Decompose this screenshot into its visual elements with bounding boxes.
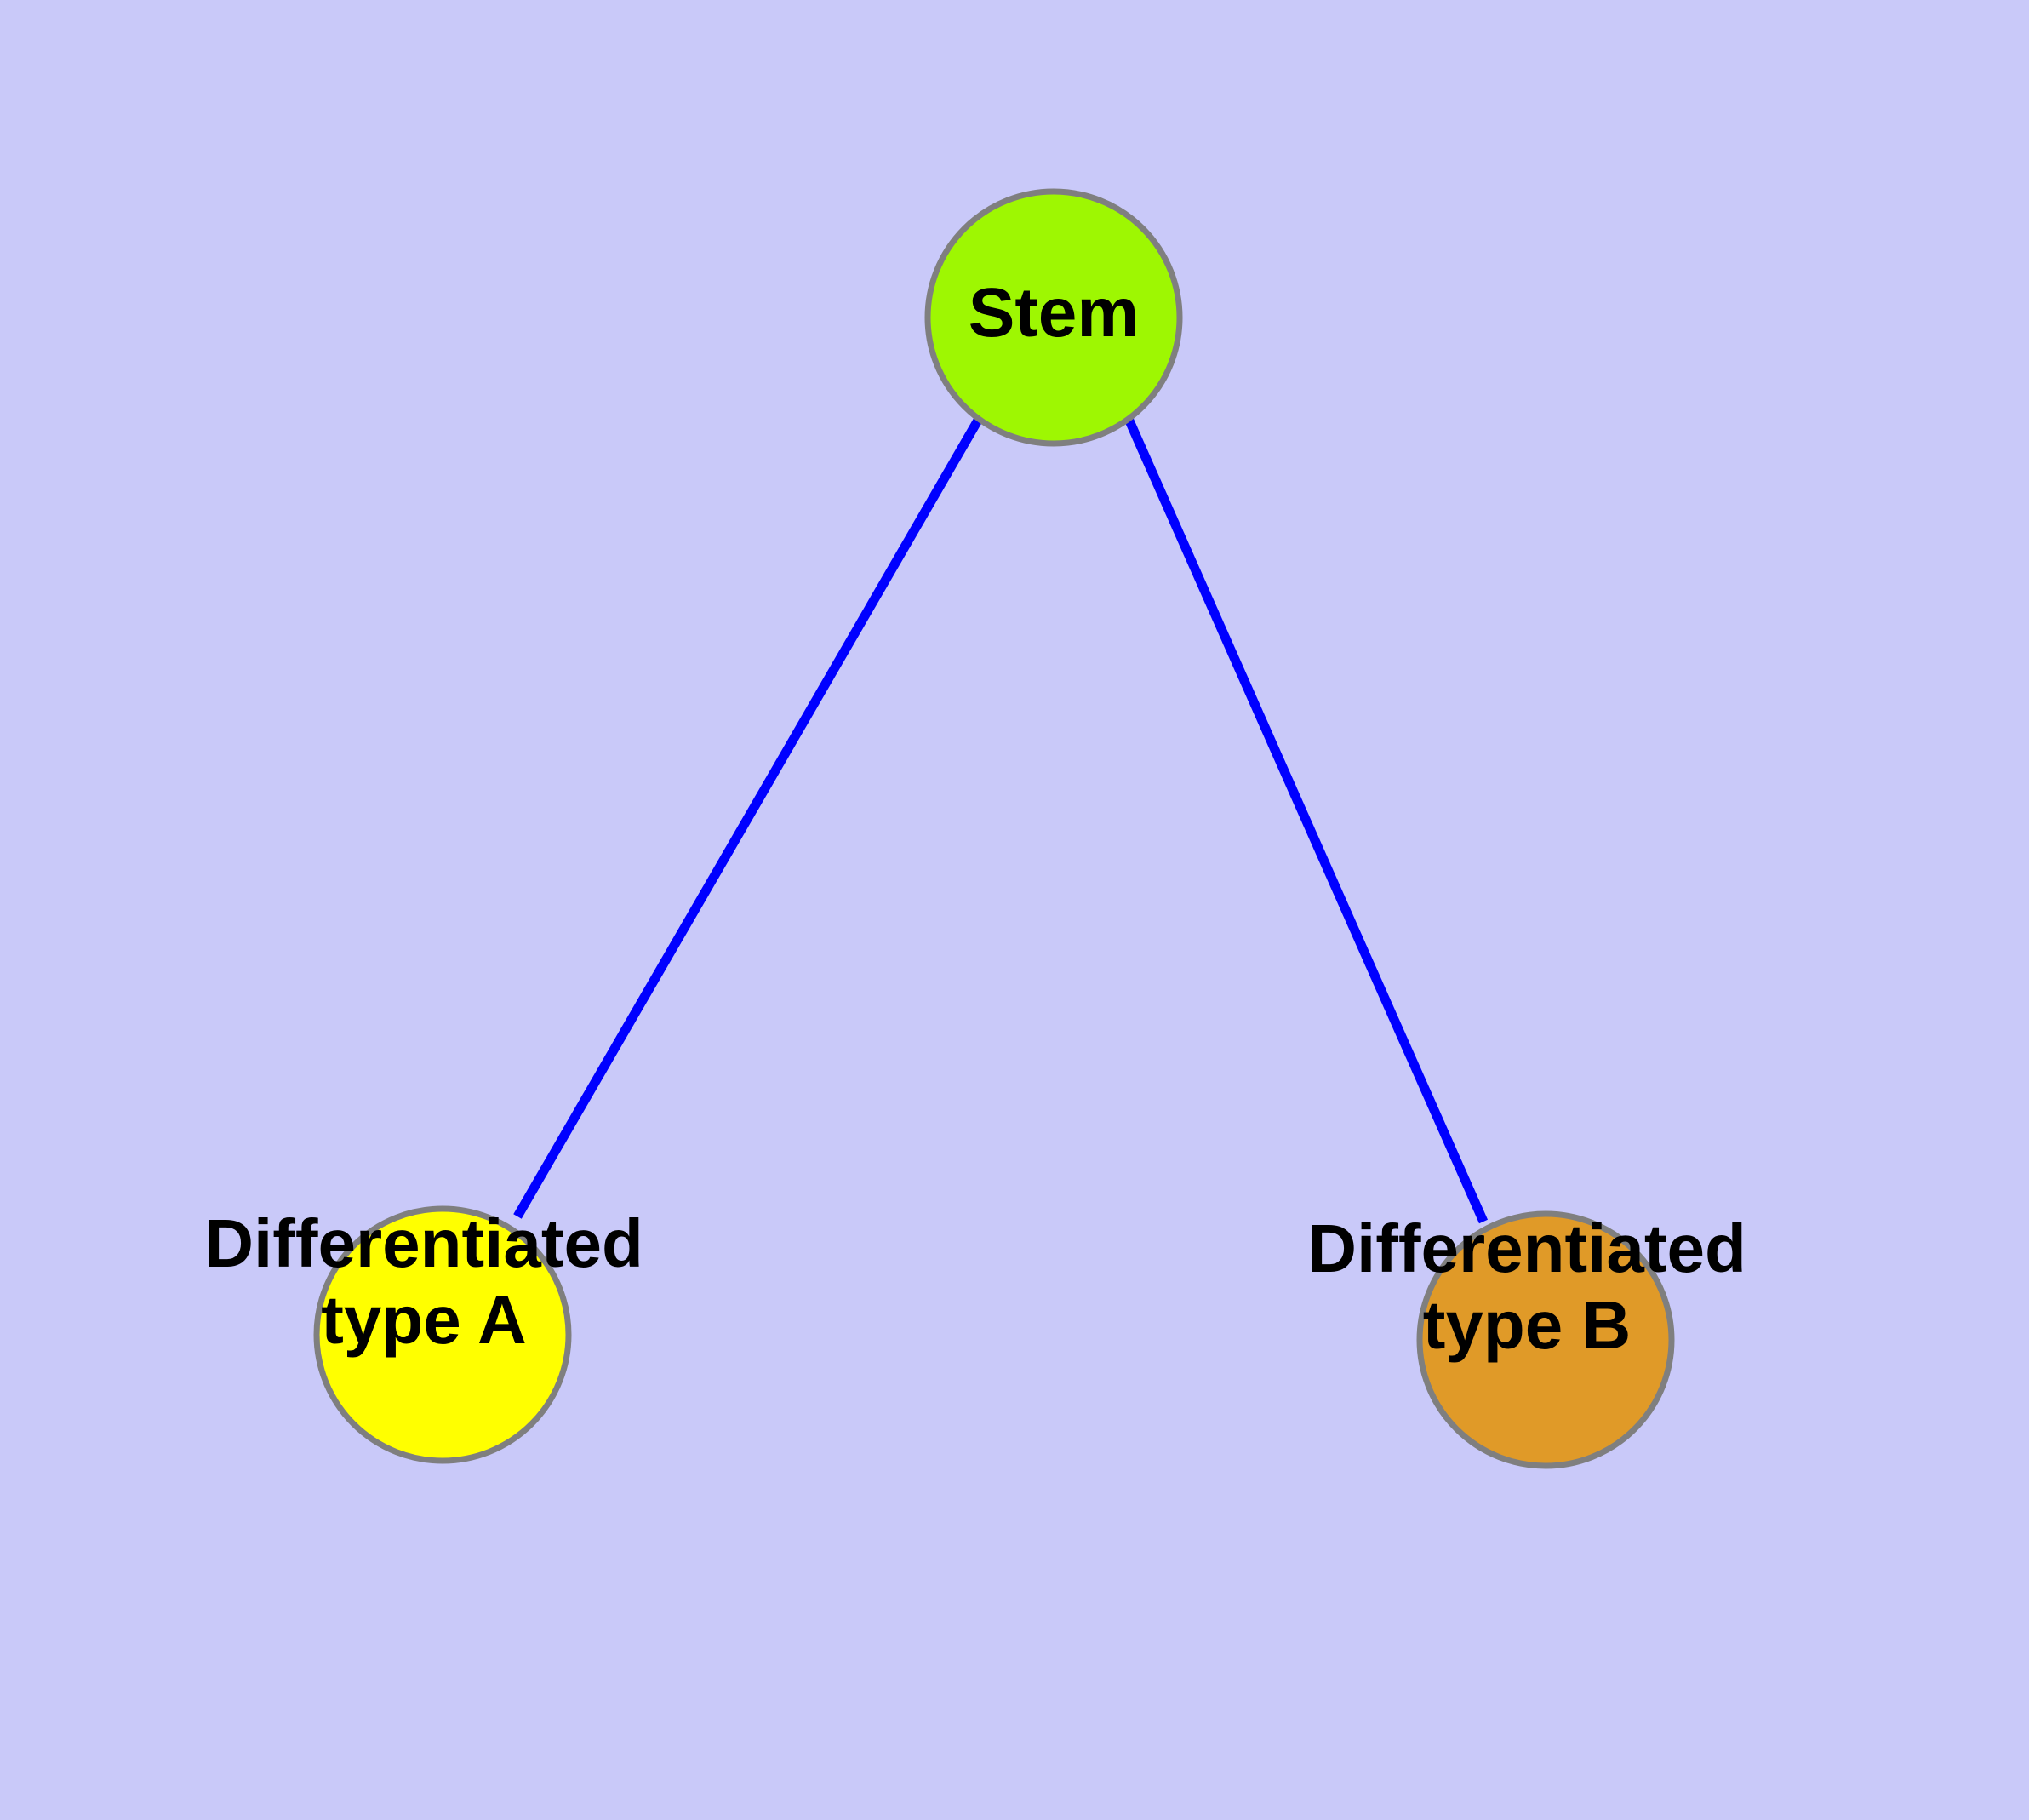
- node-label-line: Stem: [969, 274, 1140, 352]
- edge-stem-to-diff-b[interactable]: [1123, 416, 1489, 1224]
- node-label-line: type A: [321, 1282, 527, 1358]
- node-label-line: Differentiated: [204, 1205, 643, 1281]
- node-label-line: Differentiated: [1307, 1210, 1746, 1286]
- edge-stem-to-diff-a[interactable]: [513, 416, 983, 1219]
- node-stem-circle[interactable]: [924, 188, 1183, 447]
- node-label-line: type B: [1423, 1287, 1632, 1363]
- node-stem[interactable]: Stem: [924, 188, 1183, 447]
- edges-layer: [513, 416, 1489, 1224]
- node-stem-label: Stem: [969, 274, 1140, 352]
- node-diff-a-circle[interactable]: [313, 1205, 572, 1464]
- node-diff-b-circle[interactable]: [1416, 1210, 1675, 1469]
